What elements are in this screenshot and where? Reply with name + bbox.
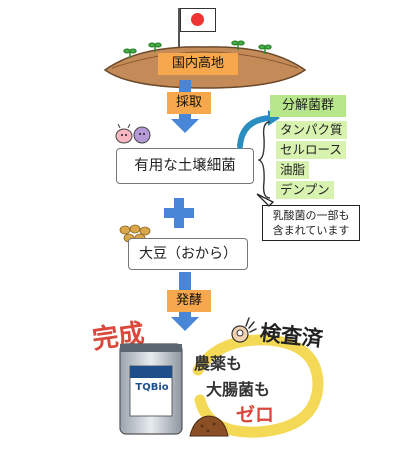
decomposition-item: セルロース [276,141,346,159]
callout-line1: 乳酸菌の一部も [272,209,350,222]
harvest-label: 採取 [167,92,211,114]
arrow-down-icon [171,317,199,331]
product-brand: TQBio [135,382,169,393]
product-bag-icon [119,343,183,435]
japan-flag-icon [180,8,216,32]
arrow-stem [179,312,191,318]
arrow-stem [179,272,191,290]
decomposition-title: 分解菌群 [270,95,346,117]
inspected-label: 検査済 [258,320,324,352]
flag-pole [178,8,180,50]
decomposition-item: 油脂 [276,161,310,179]
lactic-acid-callout: 乳酸菌の一部も 含まれています [262,205,360,241]
arrow-stem [179,114,191,120]
callout-tail [256,193,275,207]
brace-icon [258,121,271,199]
decomposition-item: タンパク質 [276,121,347,139]
bacteria-icon [115,123,151,144]
arrow-stem [179,80,191,92]
soybean-box: 大豆（おから） [128,238,248,270]
arrow-down-icon [171,119,199,133]
ferment-label: 発酵 [167,290,211,312]
soil-pile-icon [189,415,229,437]
intestinal-label: 大腸菌も [206,380,271,399]
pesticide-label: 農薬も [194,354,243,373]
ok-hand-icon [231,317,257,343]
plus-icon [164,198,194,228]
soil-bacteria-box: 有用な土壌細菌 [116,148,254,184]
sprout-icon [123,40,272,58]
origin-label: 国内高地 [158,53,238,75]
decomposition-item: デンプン [276,181,334,199]
callout-line2: 含まれています [272,224,350,237]
zero-label: ゼロ [236,404,275,426]
